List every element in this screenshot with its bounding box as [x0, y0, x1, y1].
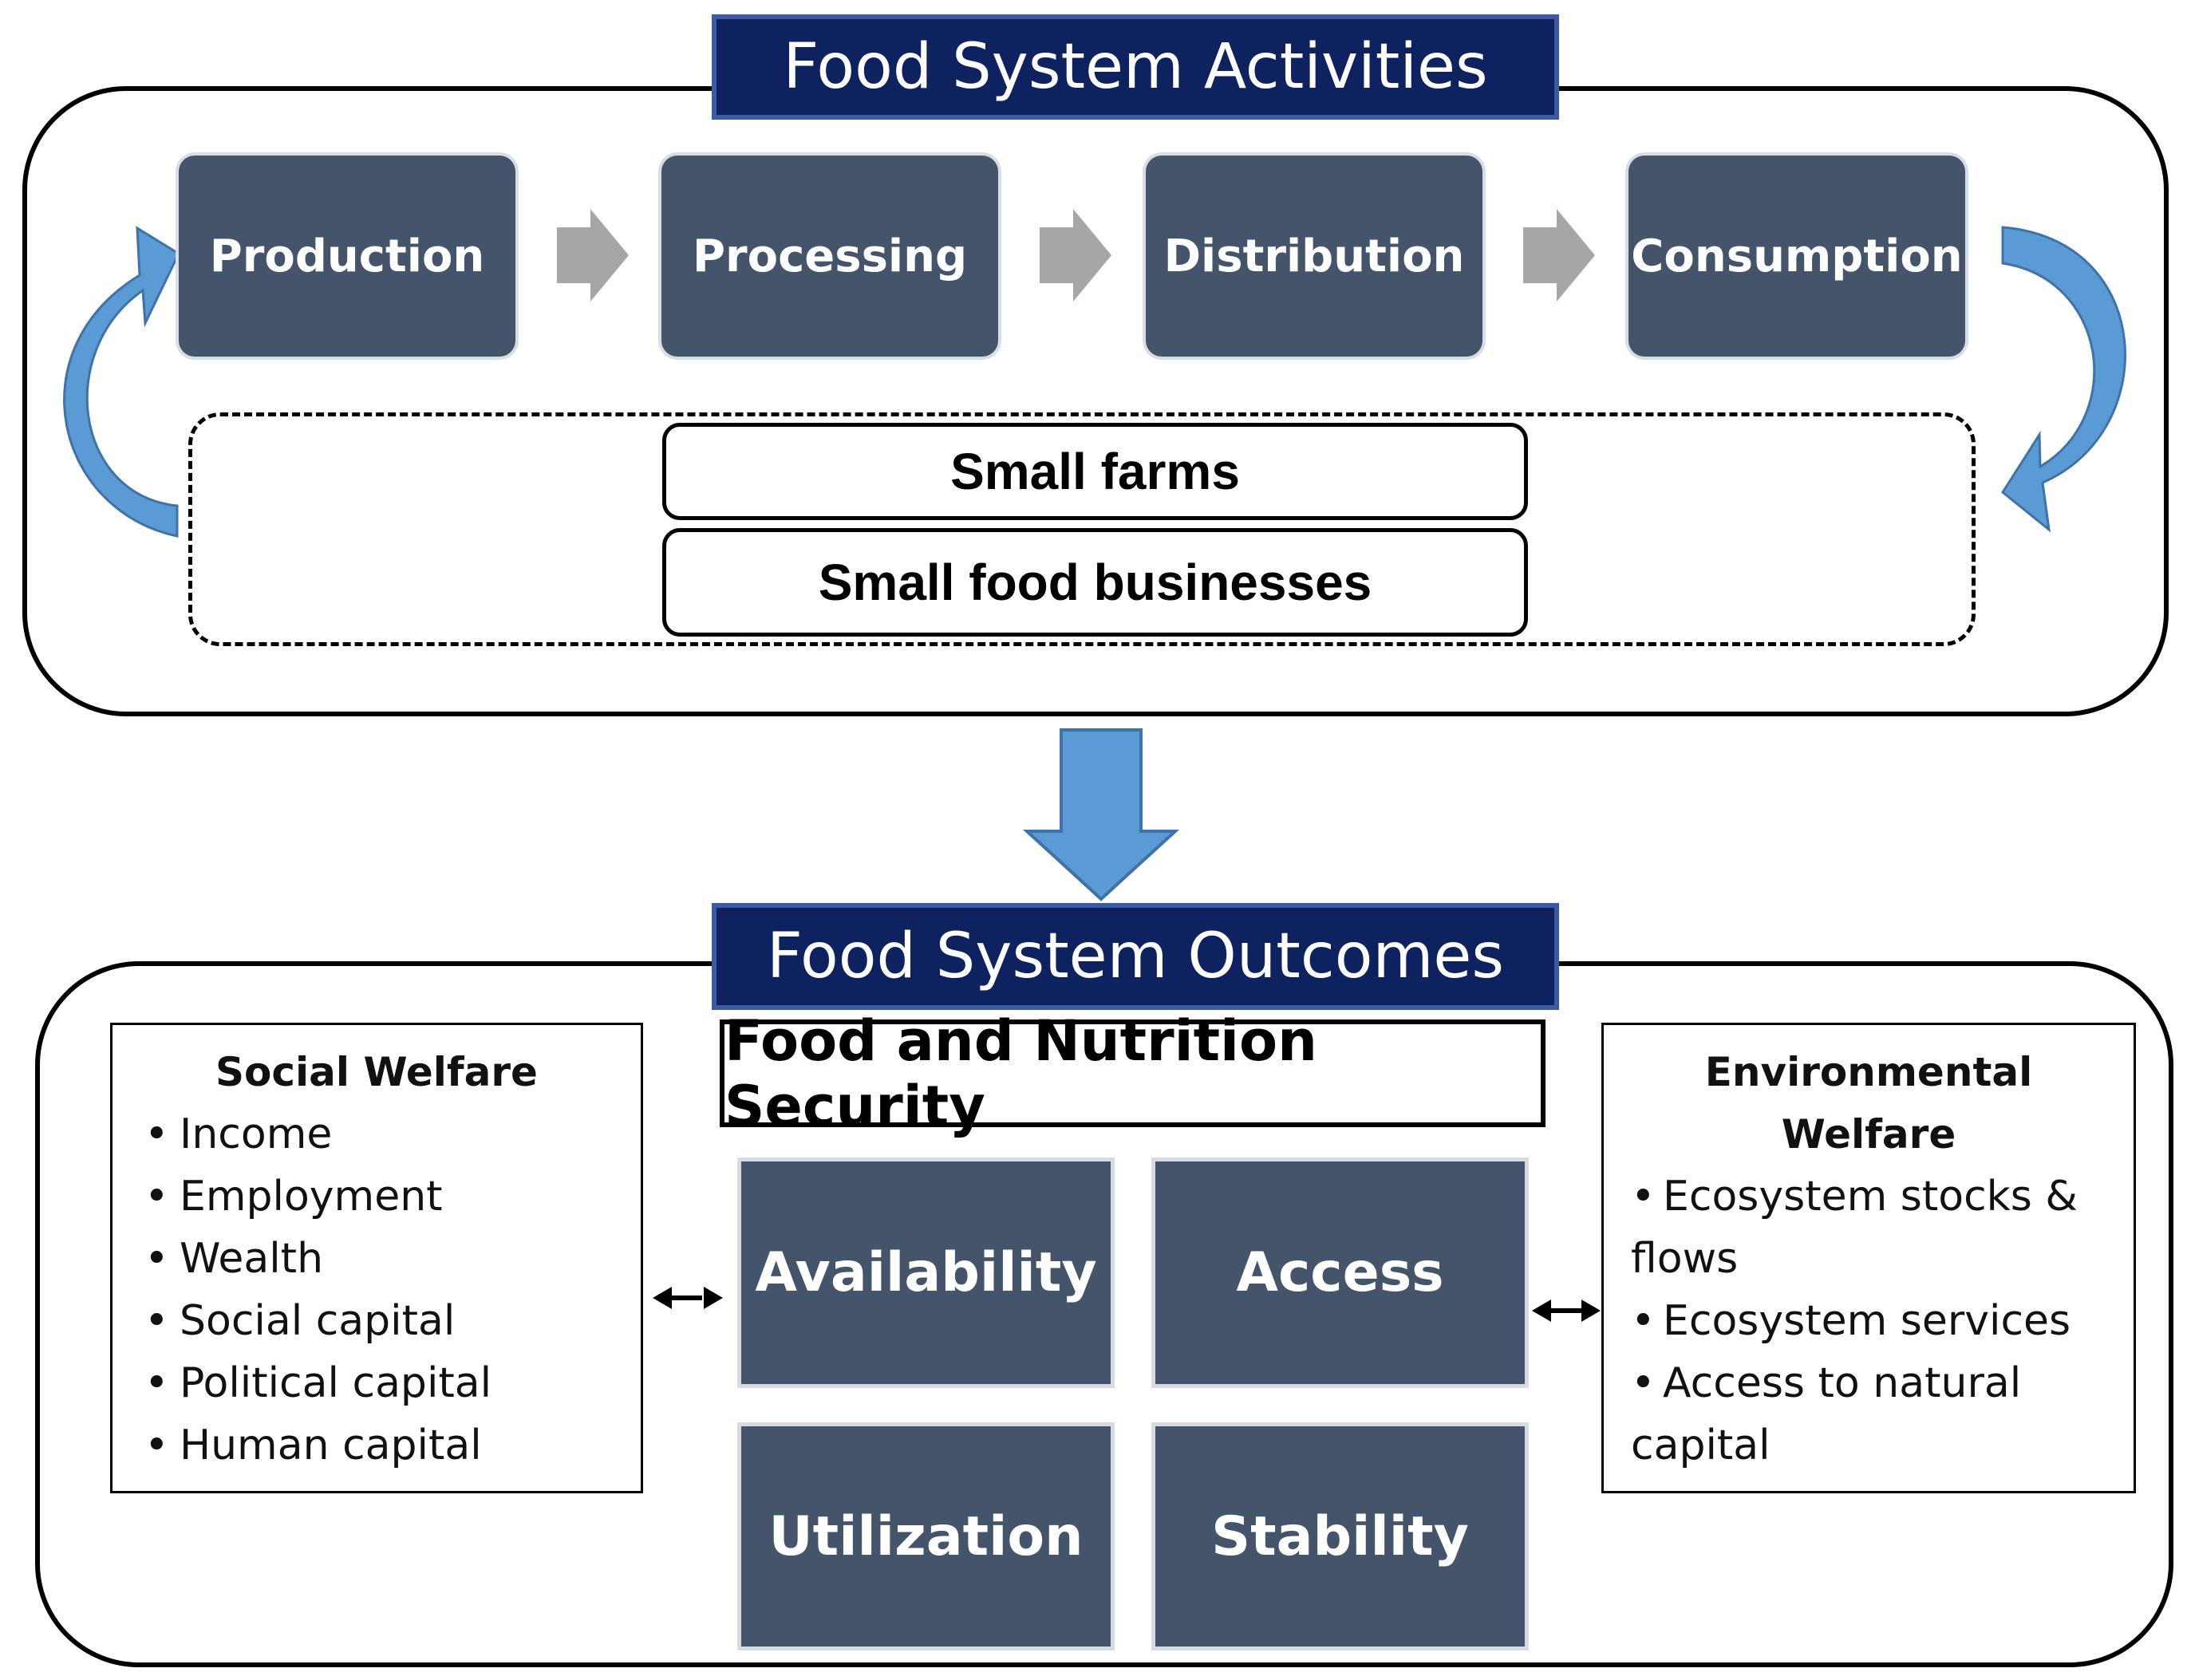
environmental-welfare-list: Ecosystem stocks & flows Ecosystem servi…: [1631, 1165, 2106, 1477]
actors-region: [188, 412, 1976, 646]
dimension-availability: Availability: [741, 1161, 1111, 1384]
social-welfare-heading: Social Welfare: [215, 1049, 538, 1095]
small-food-businesses-box: Small food businesses: [662, 528, 1528, 637]
list-item: Social capital: [140, 1290, 614, 1352]
right-curved-arrow: [2001, 226, 2126, 533]
stage-processing: Processing: [661, 156, 998, 357]
step-arrow-1: [557, 209, 629, 302]
step-arrow-2: [1040, 209, 1111, 302]
list-item: Employment: [140, 1165, 614, 1228]
step-arrow-3: [1523, 209, 1595, 302]
small-farms-box: Small farms: [662, 423, 1528, 520]
list-item: Political capital: [140, 1352, 614, 1414]
list-item: Access to natural capital: [1631, 1352, 2106, 1477]
dimension-access: Access: [1155, 1161, 1525, 1384]
stage-consumption: Consumption: [1628, 156, 1965, 357]
stage-distribution: Distribution: [1146, 156, 1482, 357]
dimension-stability: Stability: [1155, 1426, 1525, 1646]
social-welfare-box: Social Welfare Income Employment Wealth …: [110, 1023, 643, 1493]
list-item: Income: [140, 1103, 614, 1165]
dimension-utilization: Utilization: [741, 1426, 1111, 1646]
list-item: Wealth: [140, 1228, 614, 1290]
list-item: Human capital: [140, 1414, 614, 1477]
down-arrow: [1022, 728, 1180, 901]
double-arrow-right: [1532, 1299, 1601, 1322]
left-curved-arrow: [63, 226, 180, 538]
double-arrow-left: [653, 1287, 723, 1309]
outcomes-title: Food System Outcomes: [712, 903, 1559, 1010]
environmental-welfare-heading: Environmental Welfare: [1704, 1049, 2033, 1157]
social-welfare-list: Income Employment Wealth Social capital …: [140, 1103, 614, 1477]
food-nutrition-security-title: Food and Nutrition Security: [720, 1008, 1546, 1139]
stage-production: Production: [179, 156, 515, 357]
list-item: Ecosystem stocks & flows: [1631, 1165, 2106, 1290]
list-item: Ecosystem services: [1631, 1290, 2106, 1352]
activities-title: Food System Activities: [712, 14, 1559, 120]
environmental-welfare-box: Environmental Welfare Ecosystem stocks &…: [1601, 1023, 2136, 1493]
